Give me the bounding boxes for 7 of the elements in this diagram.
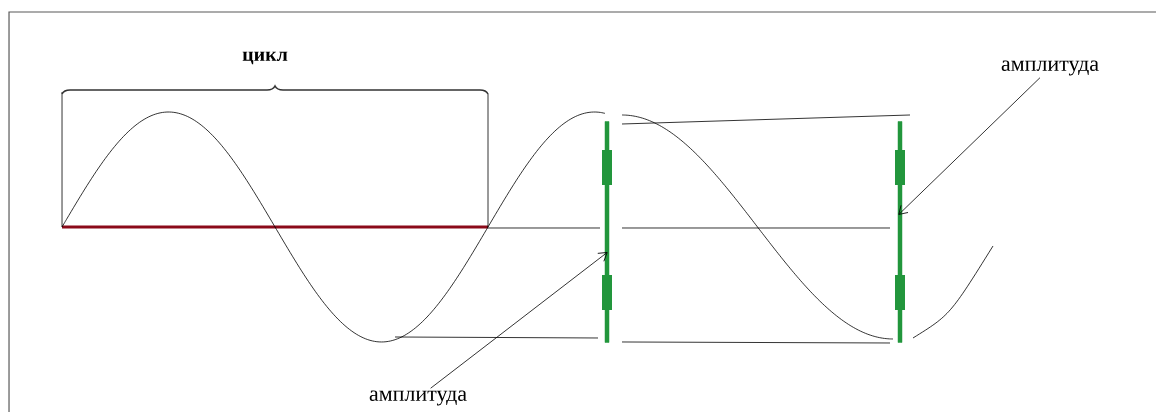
amplitude-label: амплитуда bbox=[1001, 60, 1099, 76]
amplitude-bar bbox=[602, 121, 612, 343]
amplitude-label: амплитуда bbox=[369, 390, 467, 406]
amplitude-bar bbox=[895, 121, 905, 343]
arrow bbox=[898, 77, 1041, 215]
cycle-label: цикл bbox=[242, 51, 288, 65]
arrow bbox=[430, 252, 608, 389]
